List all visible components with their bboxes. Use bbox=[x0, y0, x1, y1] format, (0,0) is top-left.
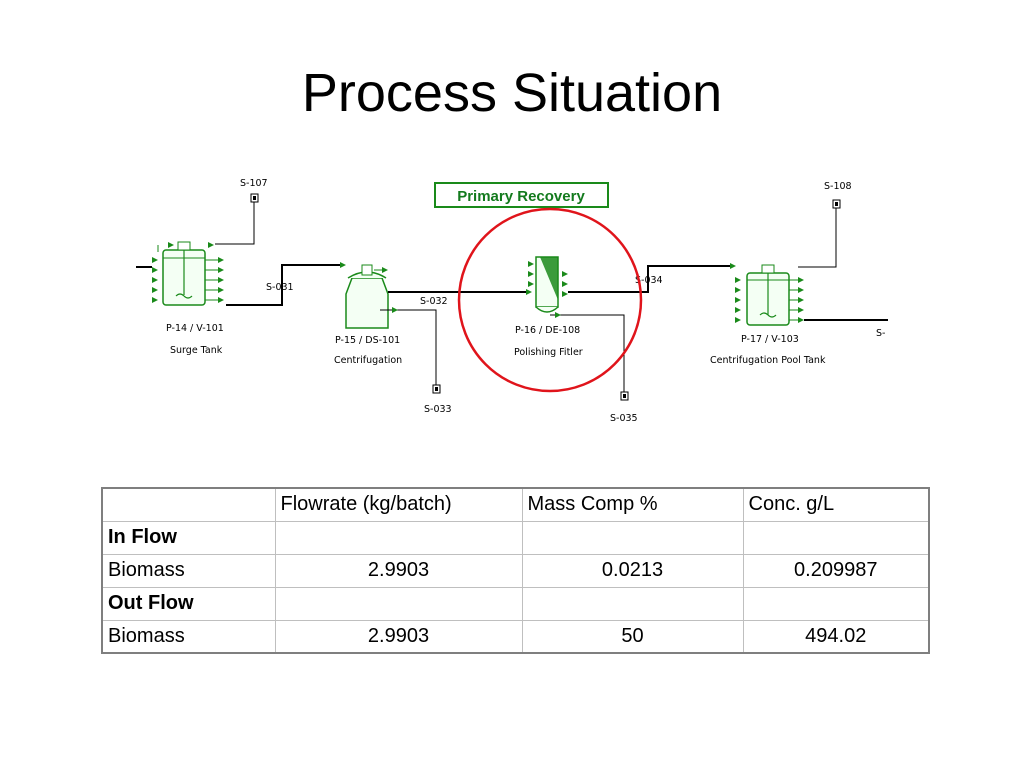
process-flow-diagram: Primary Recovery P-14 / V-101 Su bbox=[130, 170, 910, 440]
centrifuge-ds101: P-15 / DS-101 Centrifugation bbox=[334, 262, 402, 366]
svg-text:Primary Recovery: Primary Recovery bbox=[457, 188, 585, 205]
table-row-in-flow: In Flow bbox=[101, 520, 930, 555]
row-label: In Flow bbox=[101, 520, 276, 555]
cell-conc bbox=[742, 520, 930, 555]
cell-conc bbox=[742, 586, 930, 621]
svg-text:S-107: S-107 bbox=[240, 178, 268, 189]
pool-tank-v103: P-17 / V-103 Centrifugation Pool Tank bbox=[710, 263, 826, 366]
unit-id-de108: P-16 / DE-108 bbox=[515, 325, 580, 336]
polishing-filter-de108: P-16 / DE-108 Polishing Fitler bbox=[514, 256, 583, 358]
unit-id-v103: P-17 / V-103 bbox=[741, 334, 799, 345]
table-row-out-flow: Out Flow bbox=[101, 586, 930, 621]
cell-flowrate bbox=[274, 586, 523, 621]
row-label: Biomass bbox=[101, 619, 276, 654]
stream-s031: S-031 bbox=[226, 264, 340, 306]
svg-text:S-035: S-035 bbox=[610, 413, 638, 424]
cell-mass-comp bbox=[521, 520, 744, 555]
slide-title: Process Situation bbox=[301, 63, 723, 123]
table-row-in-biomass: Biomass 2.9903 0.0213 0.209987 bbox=[101, 553, 930, 588]
svg-text:S-108: S-108 bbox=[824, 181, 852, 192]
stream-s108: S-108 bbox=[798, 181, 852, 268]
header-flowrate: Flowrate (kg/batch) bbox=[274, 487, 523, 522]
cell-flowrate: 2.9903 bbox=[274, 619, 523, 654]
stream-s107: S-107 bbox=[215, 178, 268, 245]
unit-name-v103: Centrifugation Pool Tank bbox=[710, 355, 826, 366]
stream-outlet: S- bbox=[804, 319, 888, 339]
cell-mass-comp bbox=[521, 586, 744, 621]
flow-data-table: Flowrate (kg/batch) Mass Comp % Conc. g/… bbox=[101, 487, 930, 654]
cell-mass-comp: 0.0213 bbox=[521, 553, 744, 588]
row-label: Biomass bbox=[101, 553, 276, 588]
row-label: Out Flow bbox=[101, 586, 276, 621]
stream-s035: S-035 bbox=[550, 312, 638, 424]
surge-tank-v101: P-14 / V-101 Surge Tank bbox=[136, 241, 224, 356]
cell-conc: 0.209987 bbox=[742, 553, 930, 588]
header-conc: Conc. g/L bbox=[742, 487, 930, 522]
stream-s033: S-033 bbox=[380, 307, 452, 415]
unit-name-ds101: Centrifugation bbox=[334, 355, 402, 366]
svg-text:S-033: S-033 bbox=[424, 404, 452, 415]
cell-mass-comp: 50 bbox=[521, 619, 744, 654]
header-mass-comp: Mass Comp % bbox=[521, 487, 744, 522]
stream-s032: S-032 bbox=[388, 291, 526, 307]
stream-s034: S-034 bbox=[568, 265, 730, 293]
svg-text:S-032: S-032 bbox=[420, 296, 448, 307]
primary-recovery-label: Primary Recovery bbox=[434, 182, 609, 208]
table-row-out-biomass: Biomass 2.9903 50 494.02 bbox=[101, 619, 930, 654]
cell-conc: 494.02 bbox=[742, 619, 930, 654]
highlight-circle bbox=[457, 207, 643, 393]
cell-flowrate bbox=[274, 520, 523, 555]
unit-name-v101: Surge Tank bbox=[170, 345, 223, 356]
unit-name-de108: Polishing Fitler bbox=[514, 347, 583, 358]
svg-text:S-: S- bbox=[876, 328, 885, 339]
header-cell-empty bbox=[101, 487, 276, 522]
cell-flowrate: 2.9903 bbox=[274, 553, 523, 588]
svg-text:S-031: S-031 bbox=[266, 282, 294, 293]
table-header-row: Flowrate (kg/batch) Mass Comp % Conc. g/… bbox=[101, 487, 930, 522]
unit-id-v101: P-14 / V-101 bbox=[166, 323, 224, 334]
unit-id-ds101: P-15 / DS-101 bbox=[335, 335, 400, 346]
svg-text:S-034: S-034 bbox=[635, 275, 663, 286]
